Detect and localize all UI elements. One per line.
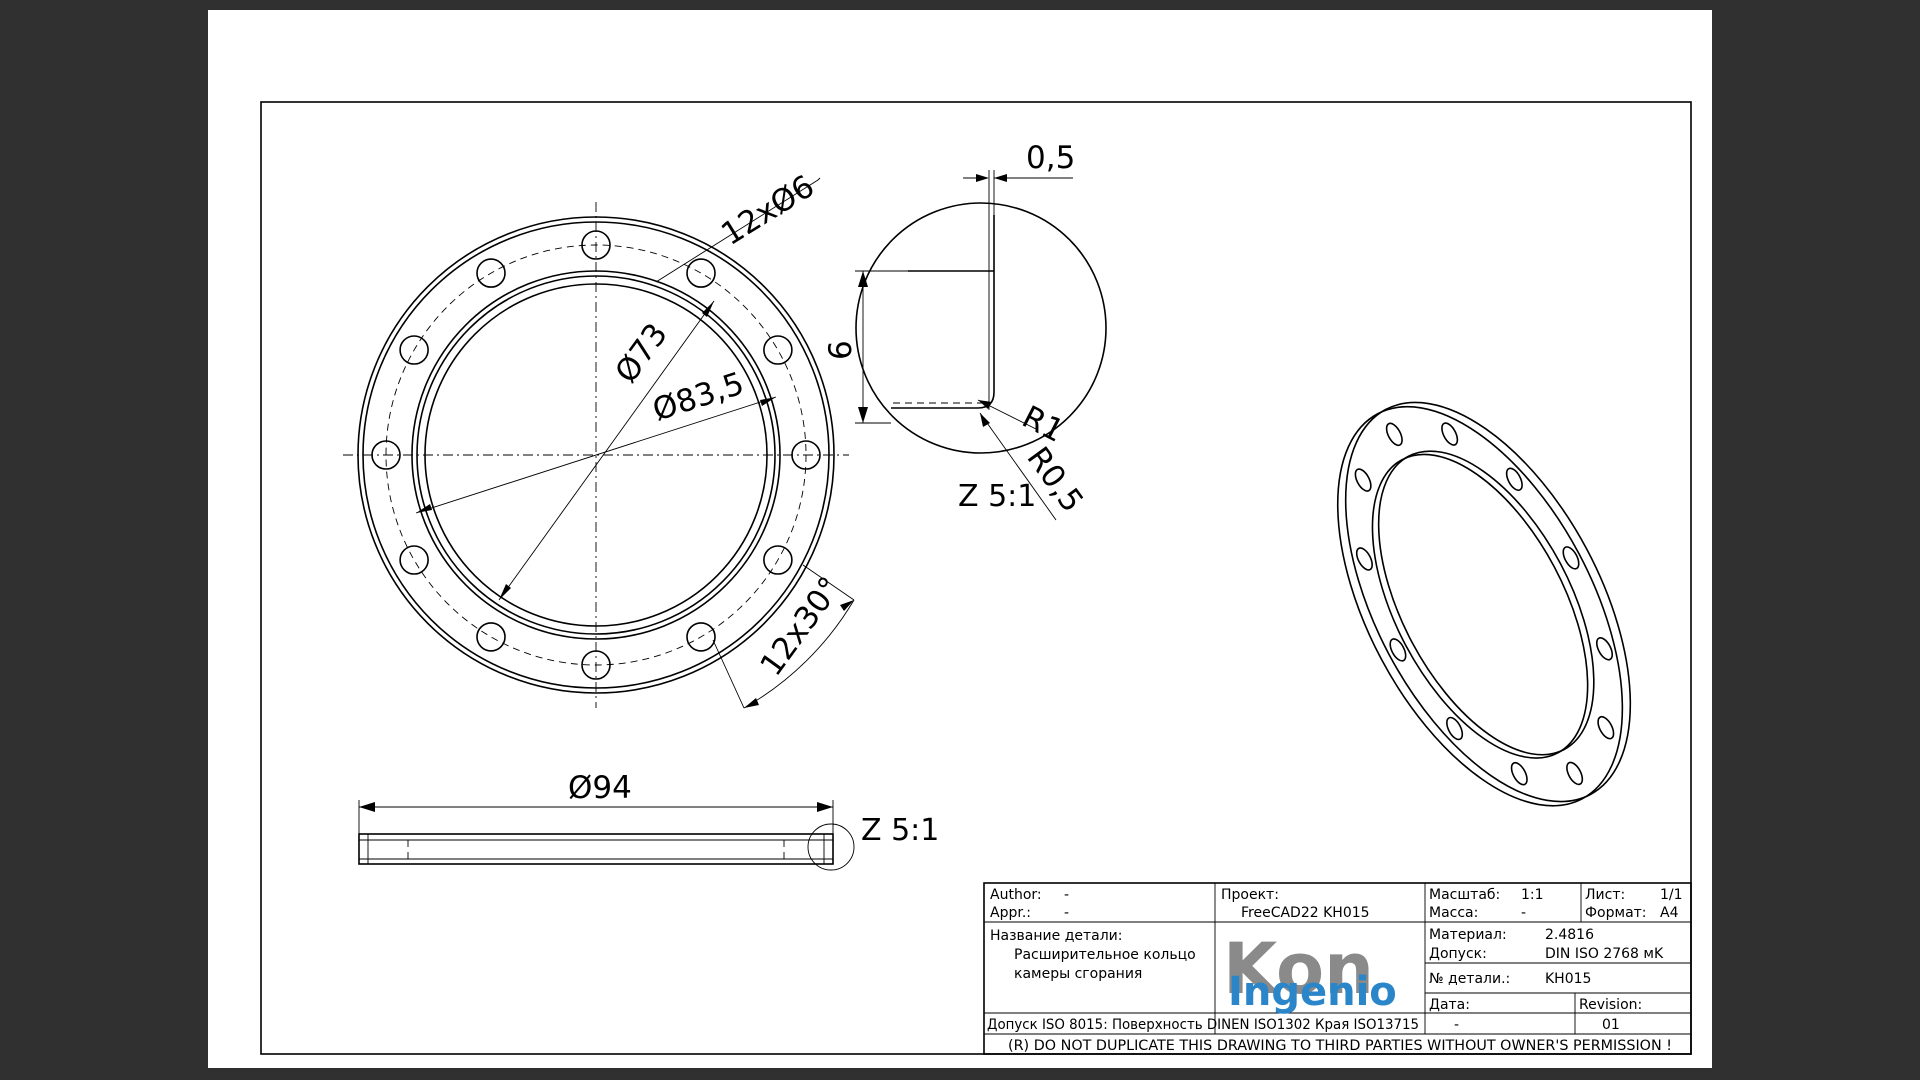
side-profile <box>358 833 834 865</box>
date-value: - <box>1454 1017 1459 1033</box>
format-label: Формат: <box>1585 905 1647 921</box>
copyright-notice: (R) DO NOT DUPLICATE THIS DRAWING TO THI… <box>1008 1038 1672 1054</box>
detail-view-z: 6 0,5 R1 R0,5 Z 5:1 <box>823 140 1107 521</box>
detail-circle <box>807 823 855 871</box>
bolt-hole <box>399 335 429 365</box>
iso-bolt-hole <box>1385 422 1403 447</box>
iso-bolt-hole <box>1510 761 1528 786</box>
part-name-line2: камеры сгорания <box>1014 966 1142 982</box>
iso-bolt-hole <box>1355 547 1373 571</box>
dim-text-height: 6 <box>823 340 859 360</box>
material-value: 2.4816 <box>1545 927 1594 943</box>
dim-arrow-d73-a <box>499 584 511 600</box>
bolt-hole <box>581 650 611 680</box>
revision-value: 01 <box>1602 1017 1620 1033</box>
author-label: Author: <box>990 887 1042 903</box>
spec-line: Допуск ISO 8015: Поверхность DINEN ISO13… <box>987 1017 1419 1033</box>
format-value: A4 <box>1660 905 1679 921</box>
iso-bolt-hole <box>1566 761 1584 786</box>
bolt-hole <box>581 230 611 260</box>
scale-label: Масштаб: <box>1429 887 1500 903</box>
dim-text-gap: 0,5 <box>1026 140 1075 176</box>
iso-bolt-hole <box>1441 422 1459 446</box>
angle-arrow-a <box>744 698 759 708</box>
iso-outer-rim-back <box>1336 405 1624 807</box>
tolerance-label: Допуск: <box>1429 946 1487 962</box>
dim-text-d94: Ø94 <box>568 770 632 806</box>
dim-arrow-d835-a <box>416 504 432 513</box>
iso-bolt-hole <box>1505 467 1523 492</box>
dim-text-r1: R1 <box>1016 399 1069 450</box>
bolt-hole <box>763 545 793 575</box>
angle-arrow-b <box>840 600 854 611</box>
front-view: Ø73 Ø83,5 12xØ6 12x30° <box>343 168 855 709</box>
part-no-value: KH015 <box>1545 971 1591 987</box>
angle-arc <box>743 599 855 709</box>
mass-value: - <box>1521 905 1526 921</box>
dim-text-holes: 12xØ6 <box>715 168 821 253</box>
dim-arrow-d835-b <box>760 397 776 406</box>
material-label: Материал: <box>1429 927 1507 943</box>
iso-bolt-hole <box>1562 546 1580 570</box>
detail-label: Z 5:1 <box>958 479 1036 514</box>
iso-bolt-hole <box>1446 716 1464 741</box>
revision-label: Revision: <box>1579 997 1642 1013</box>
project-value: FreeCAD22 KH015 <box>1241 905 1370 921</box>
dim-text-d835: Ø83,5 <box>648 365 748 428</box>
bolt-hole <box>791 440 821 470</box>
leader-r05 <box>979 412 1057 521</box>
iso-bolt-hole <box>1354 468 1372 492</box>
iso-bolt-hole <box>1389 638 1407 662</box>
angle-ext-a <box>712 639 745 709</box>
bolt-holes <box>371 230 821 680</box>
dim-arrow-d73-b <box>702 301 714 317</box>
technical-drawing: Ø73 Ø83,5 12xØ6 12x30° Ø94 Z 5:1 <box>260 101 1692 1055</box>
bolt-hole <box>763 335 793 365</box>
isometric-view <box>1336 401 1632 807</box>
bolt-hole <box>476 258 506 288</box>
bolt-hole <box>371 440 401 470</box>
angle-ext-b <box>802 564 855 601</box>
date-label: Дата: <box>1429 997 1470 1013</box>
part-name-line1: Расширительное кольцо <box>1014 947 1196 963</box>
appr-label: Appr.: <box>990 905 1031 921</box>
dim-line-d835 <box>415 396 777 514</box>
tolerance-value: DIN ISO 2768 мK <box>1545 946 1664 962</box>
iso-bolt-hole <box>1597 715 1615 740</box>
logo-kon: Kon <box>1223 928 1374 1010</box>
iso-inner-bore <box>1371 453 1589 759</box>
drawing-frame <box>260 101 1692 1055</box>
project-label: Проект: <box>1221 887 1279 903</box>
leader-holes <box>655 179 819 283</box>
iso-outer-rim <box>1344 401 1632 803</box>
logo-ingenio: Ingenio <box>1228 969 1397 1015</box>
bolt-hole <box>399 545 429 575</box>
mass-label: Масса: <box>1429 905 1478 921</box>
part-name-label: Название детали: <box>990 928 1123 944</box>
detail-ref-label: Z 5:1 <box>861 813 939 848</box>
title-block-frame <box>983 882 1692 1055</box>
sheet-value: 1/1 <box>1660 887 1683 903</box>
iso-bolt-hole <box>1595 637 1614 661</box>
bolt-hole <box>686 258 716 288</box>
side-view: Ø94 Z 5:1 <box>358 770 939 871</box>
appr-value: - <box>1064 905 1069 921</box>
title-block: Author: - Appr.: - Проект: FreeCAD22 KH0… <box>983 882 1692 1055</box>
bolt-hole <box>686 622 716 652</box>
detail-boundary <box>855 202 1107 454</box>
sheet-label: Лист: <box>1585 887 1625 903</box>
bolt-hole <box>476 622 506 652</box>
drawing-sheet: Ø73 Ø83,5 12xØ6 12x30° Ø94 Z 5:1 <box>208 10 1712 1068</box>
iso-bolt-holes <box>1354 422 1615 786</box>
author-value: - <box>1064 887 1069 903</box>
part-no-label: № детали.: <box>1429 971 1510 987</box>
iso-inner-bore-back <box>1377 450 1595 756</box>
dim-line-d73 <box>498 300 715 601</box>
scale-value: 1:1 <box>1521 887 1544 903</box>
dim-text-d73: Ø73 <box>608 317 675 390</box>
